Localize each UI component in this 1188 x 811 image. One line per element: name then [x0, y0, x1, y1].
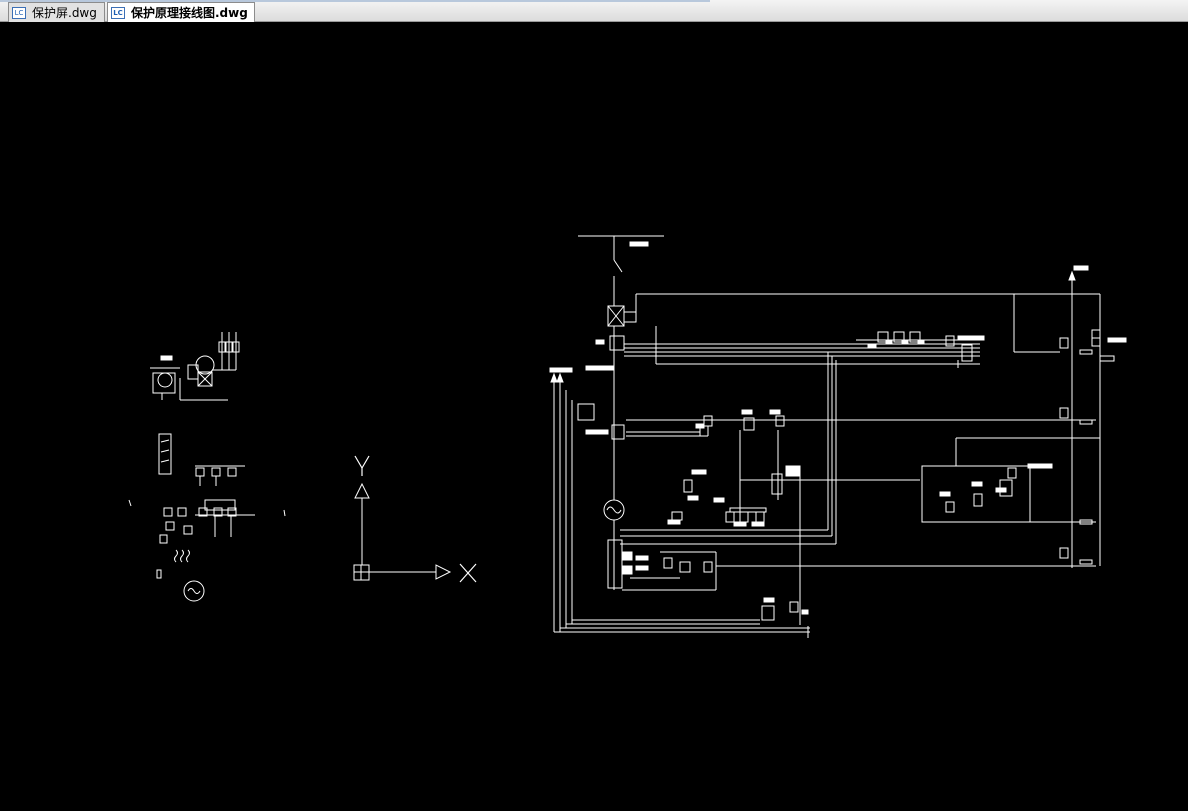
- tab-baohuping[interactable]: LC 保护屏.dwg: [8, 2, 105, 22]
- tab-bar-accent: [0, 0, 710, 2]
- cad-drawing: X Y: [0, 0, 1127, 638]
- ucs-icon: [353, 482, 452, 581]
- cad-file-icon: LC: [12, 6, 26, 19]
- cad-file-icon: LC: [111, 6, 125, 19]
- main-schematic-group: [549, 235, 1127, 638]
- tab-label: 保护屏.dwg: [32, 6, 97, 20]
- document-tab-bar: LC 保护屏.dwg LC 保护原理接线图.dwg: [0, 0, 1188, 22]
- tab-label: 保护原理接线图.dwg: [131, 6, 248, 20]
- y-axis-letter: [354, 455, 363, 469]
- left-schematic-group: [128, 332, 286, 602]
- tab-baohu-yuanli-jiexiantu[interactable]: LC 保护原理接线图.dwg: [107, 2, 255, 22]
